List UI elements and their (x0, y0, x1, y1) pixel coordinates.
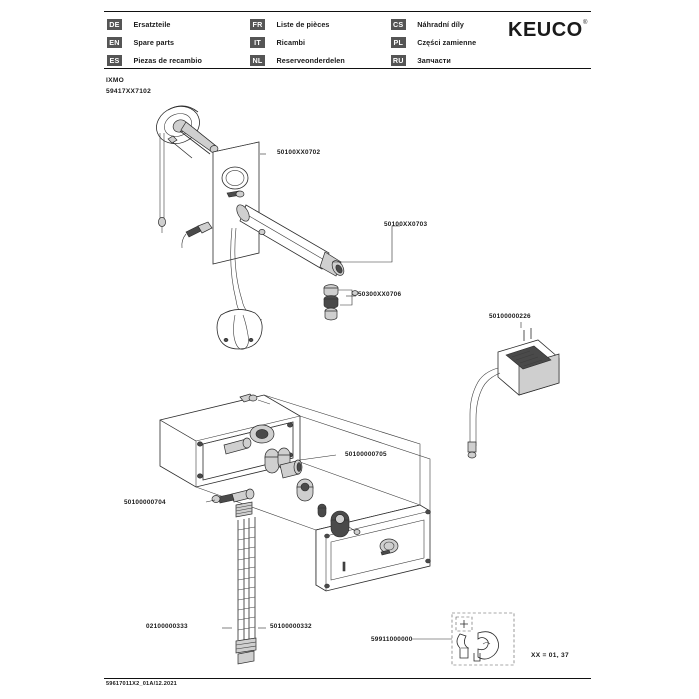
language-entry-en: EN Spare parts (107, 32, 250, 50)
language-code: IT (250, 37, 266, 48)
language-code: PL (390, 37, 406, 48)
language-row: DE Ersatzteile FR Liste de pièces CS Náh… (107, 14, 507, 32)
callout-valve-cartridge: 50100000705 (345, 451, 387, 458)
power-supply-assembly (467, 322, 560, 459)
language-entry-it: IT Ricambi (250, 32, 391, 50)
language-label: Ricambi (276, 38, 306, 47)
callout-spout-tube: 50100XX0703 (384, 221, 428, 228)
language-entry-de: DE Ersatzteile (107, 14, 250, 32)
language-label: Spare parts (133, 38, 175, 47)
brand-logo: KEUCO (508, 19, 583, 41)
language-label: Piezas de recambio (133, 56, 202, 65)
language-row: ES Piezas de recambio NL Reserveonderdel… (107, 50, 507, 68)
language-row: EN Spare parts IT Ricambi PL Części zami… (107, 32, 507, 50)
language-legend: DE Ersatzteile FR Liste de pièces CS Náh… (107, 14, 507, 68)
language-label: Reserveonderdelen (276, 56, 345, 65)
language-code: ES (107, 55, 122, 66)
language-label: Запчасти (417, 56, 451, 65)
language-code: CS (390, 19, 406, 30)
callout-hose-left: 02100000333 (146, 623, 188, 630)
callout-tool-kit: 59911000000 (371, 636, 413, 643)
language-entry-ru: RU Запчасти (390, 50, 507, 68)
footer-divider (104, 678, 591, 679)
header-bottom-divider (104, 68, 591, 69)
language-label: Náhradní díly (417, 20, 465, 29)
language-label: Części zamienne (417, 38, 477, 47)
control-box-assembly (159, 393, 431, 665)
language-code: EN (107, 37, 122, 48)
language-entry-es: ES Piezas de recambio (107, 50, 250, 68)
language-code: FR (250, 19, 266, 30)
finish-key-note: XX = 01, 37 (531, 652, 569, 659)
language-entry-nl: NL Reserveonderdelen (250, 50, 391, 68)
callout-aerator: 50300XX0706 (358, 291, 402, 298)
document-reference: 59617011X2_01A/12.2021 (106, 681, 177, 687)
callout-spout-plate: 50100XX0702 (277, 149, 321, 156)
tool-kit-box (412, 612, 515, 666)
language-entry-cs: CS Náhradní díly (390, 14, 507, 32)
language-code: DE (107, 19, 122, 30)
language-entry-fr: FR Liste de pièces (250, 14, 391, 32)
callout-box-seal: 50100000704 (124, 499, 166, 506)
spout-assembly (156, 105, 400, 350)
callout-hose-right: 50100000332 (270, 623, 312, 630)
model-number: 59417XX7102 (106, 88, 152, 95)
language-entry-pl: PL Części zamienne (390, 32, 507, 50)
header-top-divider (104, 11, 591, 12)
language-code: RU (390, 55, 406, 66)
series-name: IXMO (106, 77, 125, 84)
brand-registered-mark: ® (583, 20, 588, 26)
language-label: Liste de pièces (276, 20, 330, 29)
callout-power-supply: 50100000226 (489, 313, 531, 320)
language-code: NL (250, 55, 266, 66)
language-label: Ersatzteile (133, 20, 171, 29)
